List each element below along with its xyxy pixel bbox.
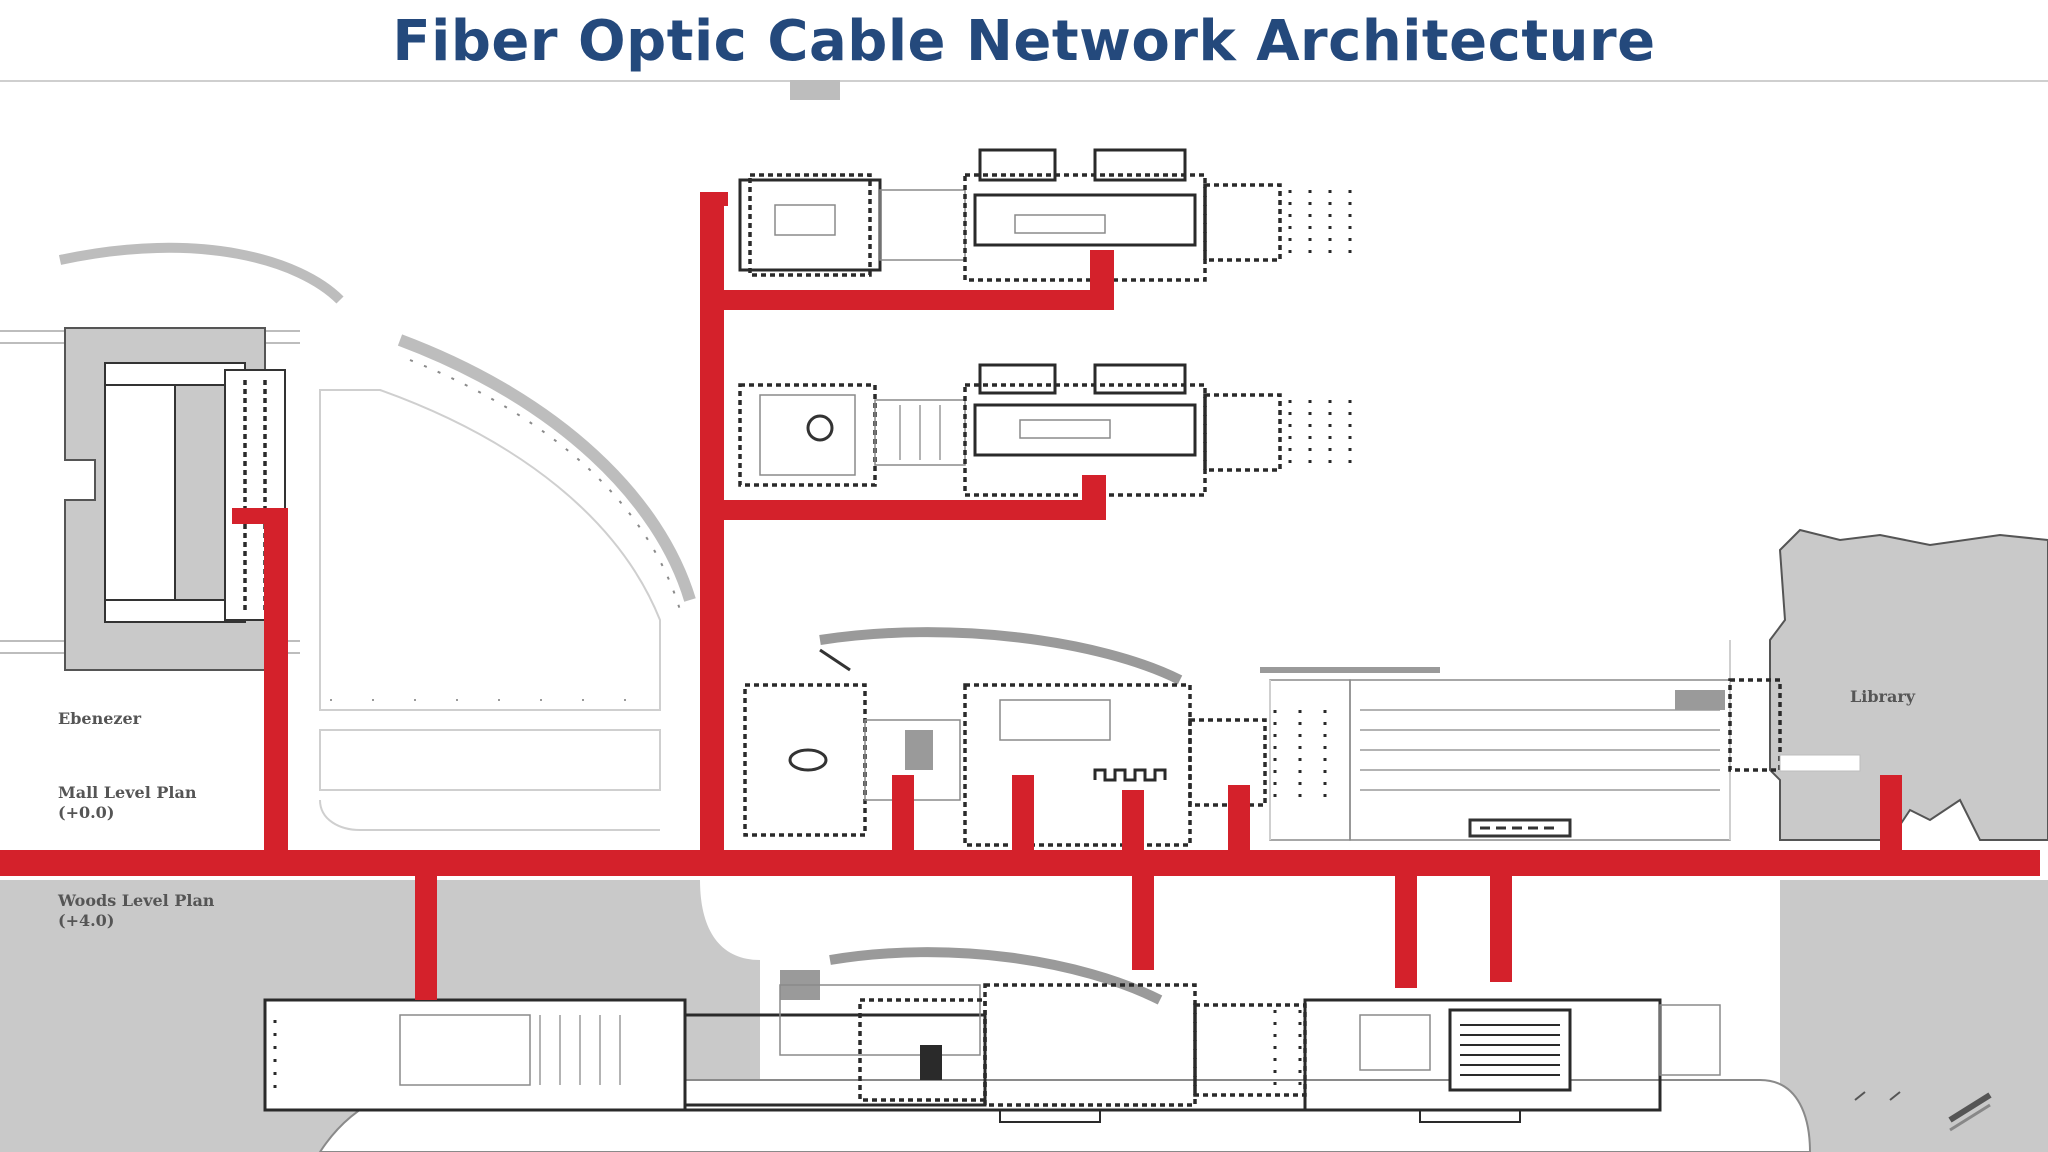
cable-library-drop (1880, 775, 1902, 855)
woods-level-elevation: (+4.0) (58, 911, 114, 930)
cable-woods-drop-4 (1490, 870, 1512, 982)
floor-plan-diagram: Ebenezer Mall Level Plan (+0.0) (0, 80, 2048, 1152)
mall-level-elevation: (+0.0) (58, 803, 114, 822)
cable-woods-drop-2 (1132, 870, 1154, 970)
fiber-cable-network (0, 192, 2040, 1000)
cable-branch-building-2 (700, 500, 1100, 520)
top-building-1 (738, 148, 1352, 282)
left-building-label: Ebenezer (58, 709, 142, 728)
woods-level-label: Woods Level Plan (57, 891, 215, 910)
cable-drop-building-1 (1090, 250, 1114, 310)
curved-plaza (58, 242, 696, 831)
cable-branch-building-1 (700, 290, 1098, 310)
cable-woods-drop-3 (1395, 870, 1417, 988)
page-title: Fiber Optic Cable Network Architecture (392, 9, 1656, 74)
cable-left-building-riser (264, 508, 288, 858)
cable-mall-drop-4 (1228, 785, 1250, 855)
cable-spine-top (700, 192, 728, 206)
cable-woods-drop-1 (415, 870, 437, 1000)
plan-top-border (0, 80, 2048, 82)
cable-drop-building-2 (1082, 475, 1106, 520)
library-label: Library (1850, 687, 1916, 706)
cable-mall-drop-2 (1012, 775, 1034, 855)
north-arrow-icon (1854, 1091, 1992, 1132)
cable-mall-drop-1 (892, 775, 914, 855)
library-building: Library (1728, 528, 2048, 841)
cable-mall-drop-3 (1122, 790, 1144, 855)
mall-level-label: Mall Level Plan (58, 783, 197, 802)
cable-left-building-stub (232, 508, 288, 524)
woods-level-building (263, 947, 1721, 1123)
